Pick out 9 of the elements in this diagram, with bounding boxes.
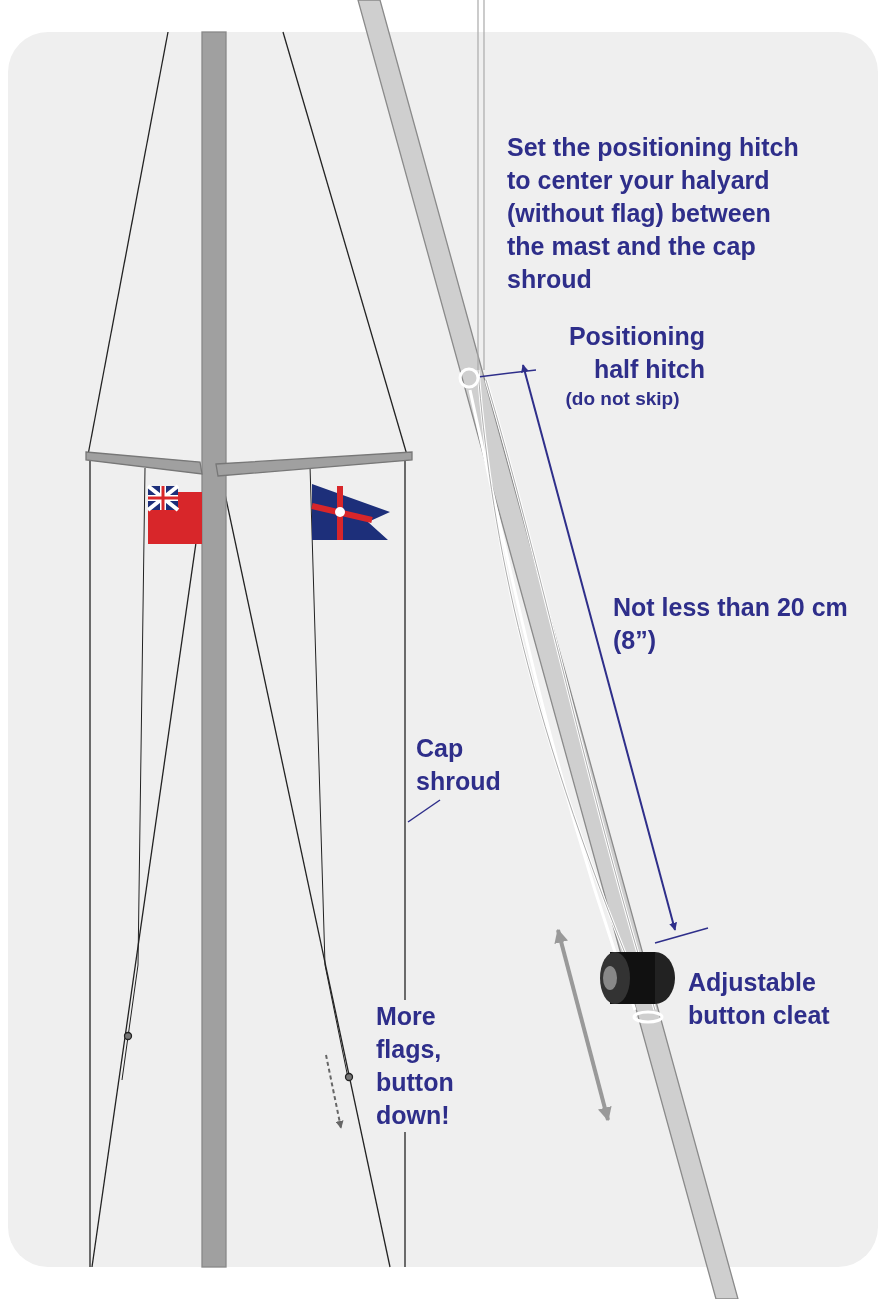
annotation-text: Set the positioning hitch to center your halyard (without flag) between the mast and the cap shroud [507,132,800,295]
leader-line [407,799,441,823]
half-hitch-knot [458,367,480,389]
annotation-text: Not less than 20 cm (8”) [613,592,849,656]
annotation-text: Adjustable button cleat [688,967,831,1031]
callout-label: Cap shroud [416,733,502,797]
callout-note: (do not skip) [564,387,681,411]
leader-line [479,369,537,378]
callout-label: Positioning half hitch [567,321,705,385]
